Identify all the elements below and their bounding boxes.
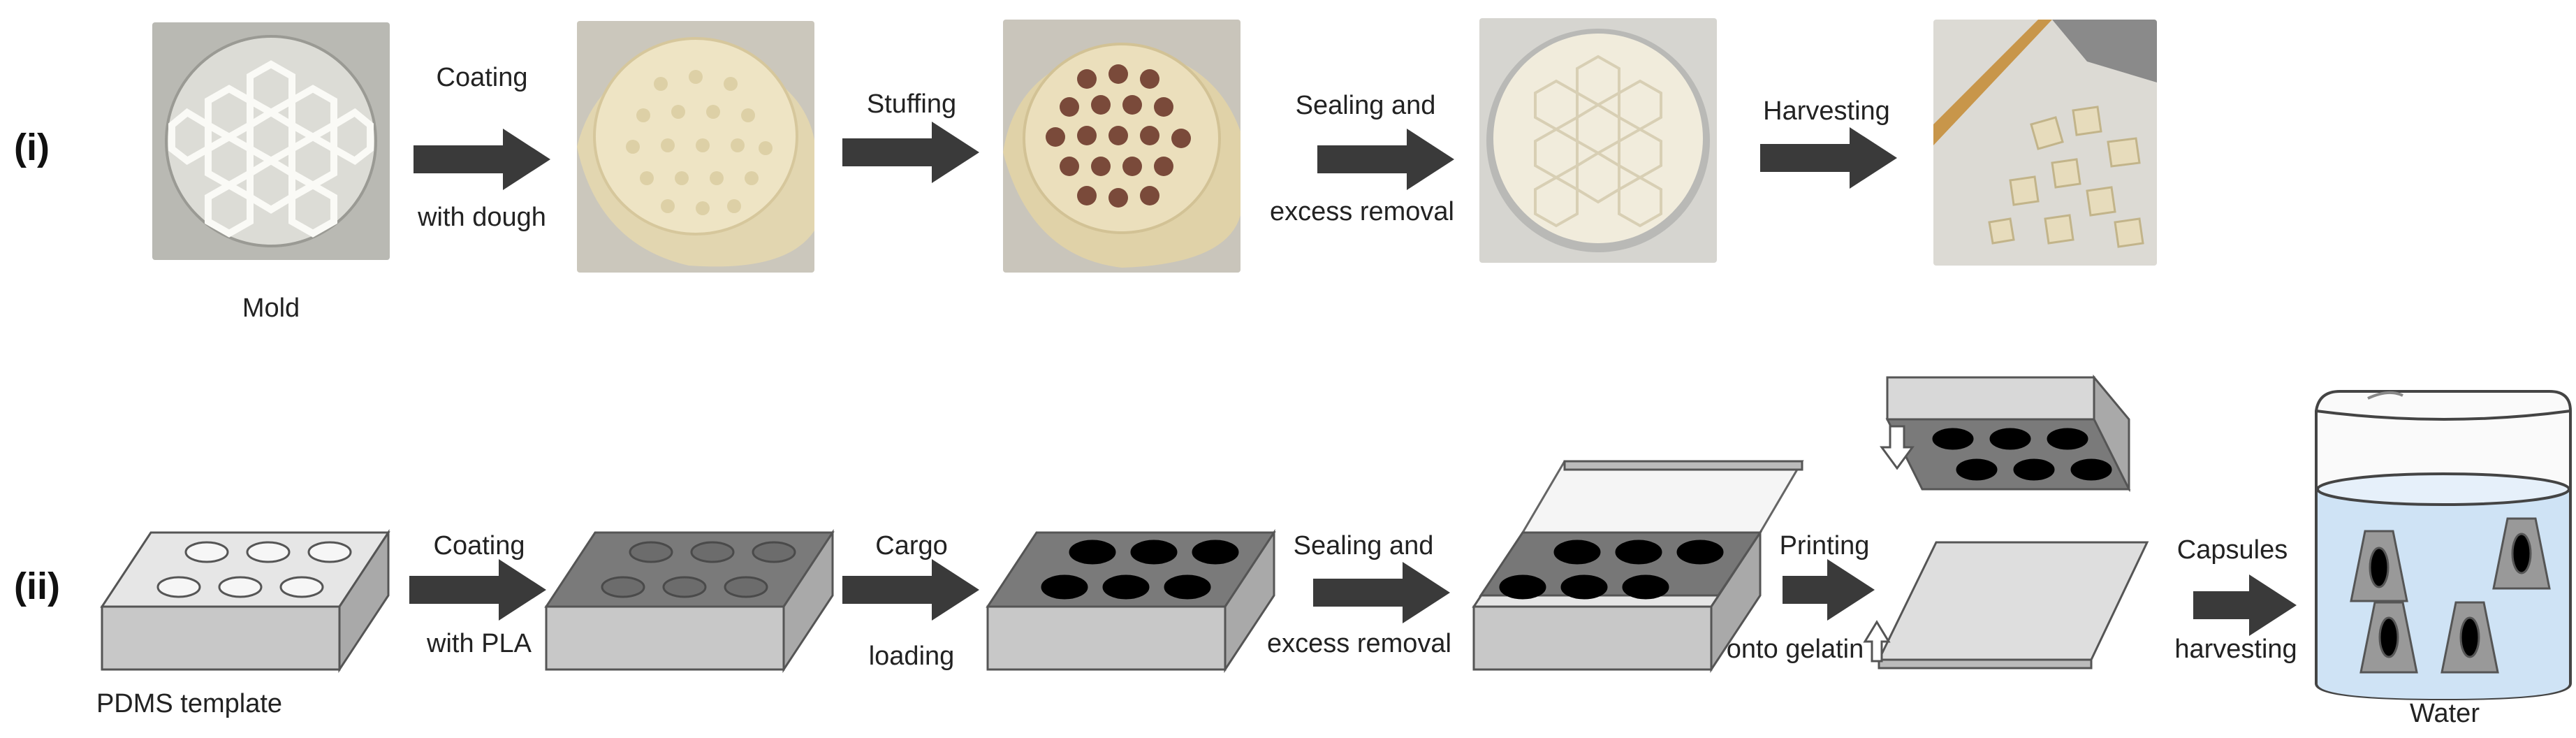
row-ii-arrow-5 [2193, 574, 2297, 636]
row-i-step1-line1: Coating [436, 63, 528, 92]
row-ii-label: (ii) [14, 565, 60, 607]
row-ii-step1-line2: with PLA [427, 629, 532, 658]
row-i-step2-line1: Stuffing [866, 89, 957, 119]
gelatin-sheet [1877, 541, 2149, 670]
row-i-label: (i) [14, 126, 50, 168]
row-ii-step3-line1: Sealing and [1293, 531, 1434, 560]
pdms-template-caption: PDMS template [96, 689, 283, 718]
row-i-arrow-2 [842, 122, 979, 183]
row-i-arrow-3 [1317, 129, 1454, 190]
row-ii-arrow-3 [1313, 562, 1450, 623]
dough-coated-photo [577, 21, 814, 273]
row-ii-step5-line1: Capsules [2176, 535, 2288, 565]
row-ii-step2-line1: Cargo [875, 531, 948, 560]
row-i-step3-line2: excess removal [1270, 197, 1454, 226]
row-ii-step4-line1: Printing [1779, 531, 1870, 560]
stuffed-photo [1003, 20, 1241, 273]
water-beaker [2315, 390, 2572, 701]
row-i-arrow-1 [414, 129, 550, 190]
row-i-step1-line2: with dough [418, 203, 546, 232]
row-i-step4-line1: Harvesting [1763, 96, 1890, 126]
harvested-photo [1933, 20, 2157, 266]
pla-coated-block [544, 529, 835, 673]
sealed-photo [1479, 18, 1717, 263]
cargo-loaded-block [986, 529, 1276, 673]
row-ii-step5-line2: harvesting [2174, 635, 2297, 664]
row-i-step3-line1: Sealing and [1295, 91, 1436, 120]
mold-caption: Mold [242, 294, 300, 323]
row-ii-arrow-2 [842, 559, 979, 621]
water-caption: Water [2410, 699, 2480, 728]
row-ii-step4-line2: onto gelatin [1726, 635, 1864, 664]
row-i-arrow-4 [1760, 127, 1897, 189]
row-ii-arrow-1 [409, 559, 546, 621]
row-ii-step2-line2: loading [868, 642, 955, 671]
pdms-template-block [100, 529, 390, 673]
mold-photo [152, 22, 390, 260]
printing-top-block [1885, 374, 2131, 493]
row-ii-step1-line1: Coating [433, 531, 525, 560]
capsules-in-water [2350, 517, 2551, 674]
row-ii-arrow-4 [1783, 559, 1875, 621]
down-arrow-outline [1880, 425, 1915, 470]
row-ii-step3-line2: excess removal [1267, 629, 1451, 658]
